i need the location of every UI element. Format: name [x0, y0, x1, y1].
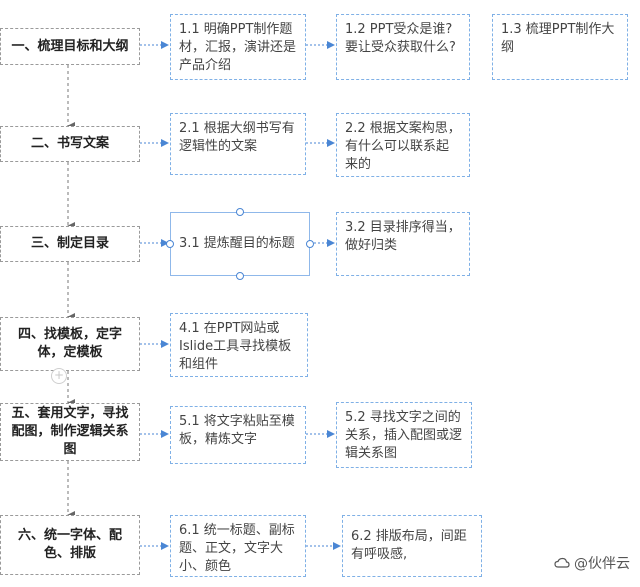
task-6-1-node[interactable]: 6.1 统一标题、副标题、正文，文字大小、颜色	[170, 515, 306, 577]
stage-4-node[interactable]: 四、找模板，定字体，定模板	[0, 317, 140, 371]
task-3-2-node[interactable]: 3.2 目录排序得当，做好归类	[336, 212, 470, 276]
stage-6-node[interactable]: 六、统一字体、配色、排版	[0, 515, 140, 575]
task-1-2-node[interactable]: 1.2 PPT受众是谁? 要让受众获取什么?	[336, 14, 470, 80]
task-3-1-node[interactable]: 3.1 提炼醒目的标题	[170, 212, 310, 276]
watermark-text: @伙伴云	[574, 556, 630, 572]
selection-handle-top[interactable]	[236, 208, 244, 216]
task-2-1-node[interactable]: 2.1 根据大纲书写有逻辑性的文案	[170, 113, 306, 175]
watermark: @伙伴云	[554, 553, 630, 573]
stage-1-node[interactable]: 一、梳理目标和大纲	[0, 28, 140, 65]
stage-5-node[interactable]: 五、套用文字，寻找配图，制作逻辑关系图	[0, 403, 140, 461]
task-5-2-node[interactable]: 5.2 寻找文字之间的关系，插入配图或逻辑关系图	[336, 402, 472, 468]
task-2-2-node[interactable]: 2.2 根据文案构思，有什么可以联系起来的	[336, 113, 470, 177]
stage-2-node[interactable]: 二、书写文案	[0, 126, 140, 162]
add-node-button[interactable]: +	[51, 368, 67, 384]
cloud-icon	[554, 557, 570, 568]
task-1-3-node[interactable]: 1.3 梳理PPT制作大纲	[492, 14, 628, 80]
task-5-1-node[interactable]: 5.1 将文字粘贴至模板，精炼文字	[170, 406, 306, 464]
selection-handle-bottom[interactable]	[236, 272, 244, 280]
selection-handle-right[interactable]	[306, 240, 314, 248]
task-6-2-node[interactable]: 6.2 排版布局，间距有呼吸感,	[342, 515, 482, 577]
task-1-1-node[interactable]: 1.1 明确PPT制作题材，汇报，演讲还是产品介绍	[170, 14, 306, 80]
stage-3-node[interactable]: 三、制定目录	[0, 226, 140, 262]
selection-handle-left[interactable]	[166, 240, 174, 248]
task-4-1-node[interactable]: 4.1 在PPT网站或Islide工具寻找模板和组件	[170, 313, 308, 377]
